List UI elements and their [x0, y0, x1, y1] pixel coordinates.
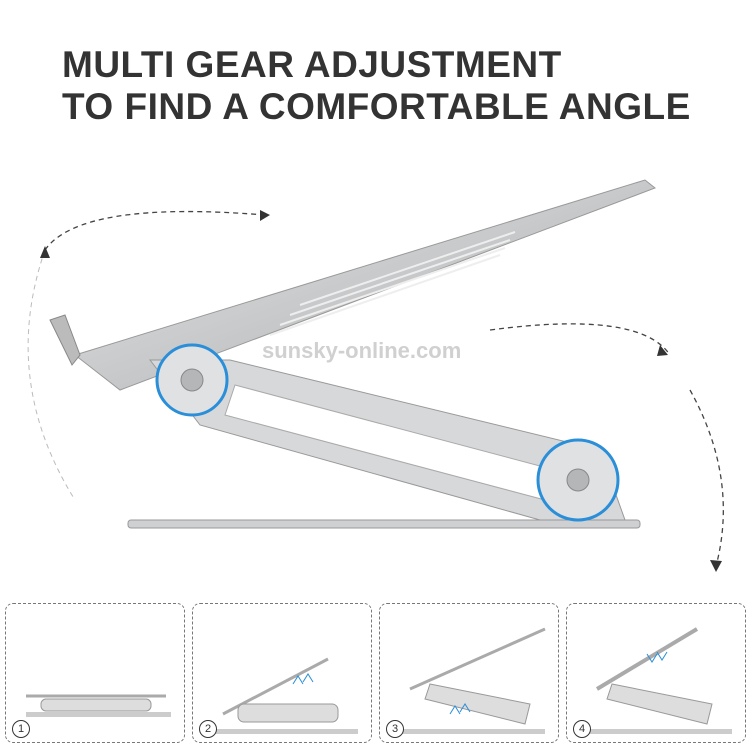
arrow-icon — [657, 345, 668, 356]
step-number-1: 1 — [12, 720, 30, 738]
step-panel-2: 2 — [192, 603, 372, 743]
watermark: sunsky-online.com — [262, 338, 462, 363]
arrow-icon — [40, 246, 50, 258]
arrow-icon — [710, 560, 722, 572]
rotation-arc-left — [44, 210, 266, 251]
arrow-icon — [260, 210, 270, 221]
headline-line-2: TO FIND A COMFORTABLE ANGLE — [62, 86, 691, 127]
laptop-plate — [73, 179, 656, 391]
step-number-3: 3 — [386, 720, 404, 738]
step-number-2: 2 — [199, 720, 217, 738]
laptop-stand-illustration — [27, 179, 724, 572]
step-panel-3: 3 — [379, 603, 559, 743]
step-number-4: 4 — [573, 720, 591, 738]
headline-line-1: MULTI GEAR ADJUSTMENT — [62, 44, 562, 85]
rotation-arc-right — [489, 323, 671, 356]
headline: MULTI GEAR ADJUSTMENT TO FIND A COMFORTA… — [62, 44, 691, 128]
step-panel-4: 4 — [566, 603, 746, 743]
step-panel-1: 1 — [5, 603, 185, 743]
